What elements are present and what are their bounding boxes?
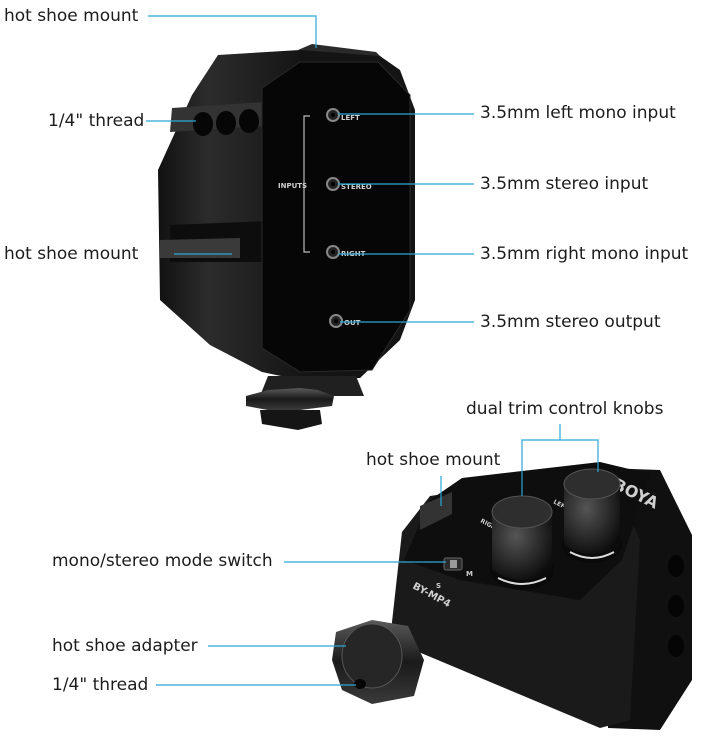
label-hot-shoe-bottom: hot shoe mount [366, 450, 501, 470]
label-thread-top: 1/4" thread [48, 111, 145, 131]
label-mode-switch: mono/stereo mode switch [52, 551, 273, 571]
trim-knob-left [490, 495, 554, 590]
bottom-device: M S BY-MP4 BOYA RIGHT LEFT [332, 462, 692, 730]
leader-lines [146, 15, 599, 686]
inputs-group-print: INPUTS [278, 182, 307, 190]
switch-m-print: M [466, 570, 473, 578]
thread-holes-top [193, 109, 259, 136]
jack-stereo-print: STEREO [341, 183, 372, 191]
leader-hot-shoe-top [148, 15, 317, 48]
label-trim-knobs: dual trim control knobs [466, 399, 664, 419]
jack-out-print: OUT [344, 319, 361, 327]
switch-s-print: S [436, 582, 441, 590]
front-panel [261, 61, 411, 373]
hot-shoe-adapter [332, 620, 424, 704]
jack-stereo [326, 177, 340, 191]
trim-knob-right [562, 468, 622, 563]
jack-right [326, 245, 340, 259]
label-right-mono-input: 3.5mm right mono input [480, 244, 689, 264]
label-left-mono-input: 3.5mm left mono input [480, 103, 676, 123]
jack-out [329, 314, 343, 328]
label-hot-shoe-top: hot shoe mount [4, 6, 139, 26]
jack-left-print: LEFT [341, 114, 360, 122]
locking-ring-top [246, 388, 334, 410]
label-stereo-input: 3.5mm stereo input [480, 174, 649, 194]
label-hot-shoe-left: hot shoe mount [4, 244, 139, 264]
label-stereo-output: 3.5mm stereo output [480, 312, 661, 332]
label-hot-shoe-adapter: hot shoe adapter [52, 636, 198, 656]
top-device: LEFT STEREO RIGHT OUT INPUTS [158, 44, 415, 430]
jack-left [326, 108, 340, 122]
mode-switch [443, 557, 463, 571]
label-thread-bottom: 1/4" thread [52, 675, 149, 695]
